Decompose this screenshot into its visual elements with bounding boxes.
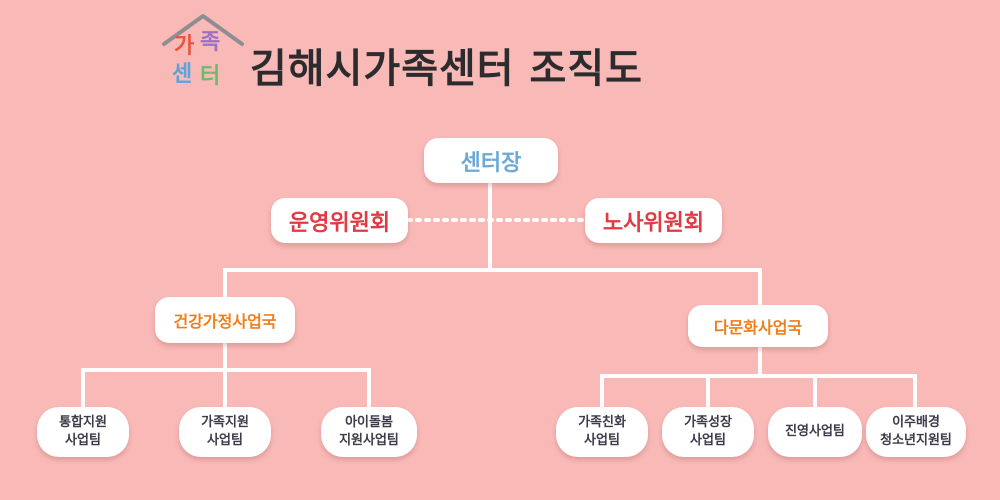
- team-migrant-youth: 이주배경 청소년지원팀: [866, 407, 966, 457]
- team-jinyeong: 진영사업팀: [768, 407, 862, 457]
- logo: 가 족 센 터: [160, 10, 246, 96]
- house-roof-icon: [162, 14, 244, 46]
- logo-char-3: 센: [172, 62, 193, 87]
- logo-char-4: 터: [200, 64, 221, 89]
- head-box: 센터장: [424, 138, 558, 183]
- team-integrated-support: 통합지원 사업팀: [37, 407, 129, 457]
- team-family-friendly: 가족친화 사업팀: [556, 407, 648, 457]
- logo-char-2: 족: [200, 30, 221, 55]
- page-title: 김해시가족센터 조직도: [250, 46, 643, 92]
- team-family-support: 가족지원 사업팀: [179, 407, 271, 457]
- team-family-growth: 가족성장 사업팀: [662, 407, 754, 457]
- department-healthy-family: 건강가정사업국: [155, 297, 295, 343]
- committee-labor: 노사위원회: [585, 198, 722, 243]
- committee-operations: 운영위원회: [271, 198, 408, 243]
- department-multicultural: 다문화사업국: [688, 305, 828, 347]
- team-childcare-support: 아이돌봄 지원사업팀: [321, 407, 417, 457]
- logo-char-1: 가: [174, 34, 195, 59]
